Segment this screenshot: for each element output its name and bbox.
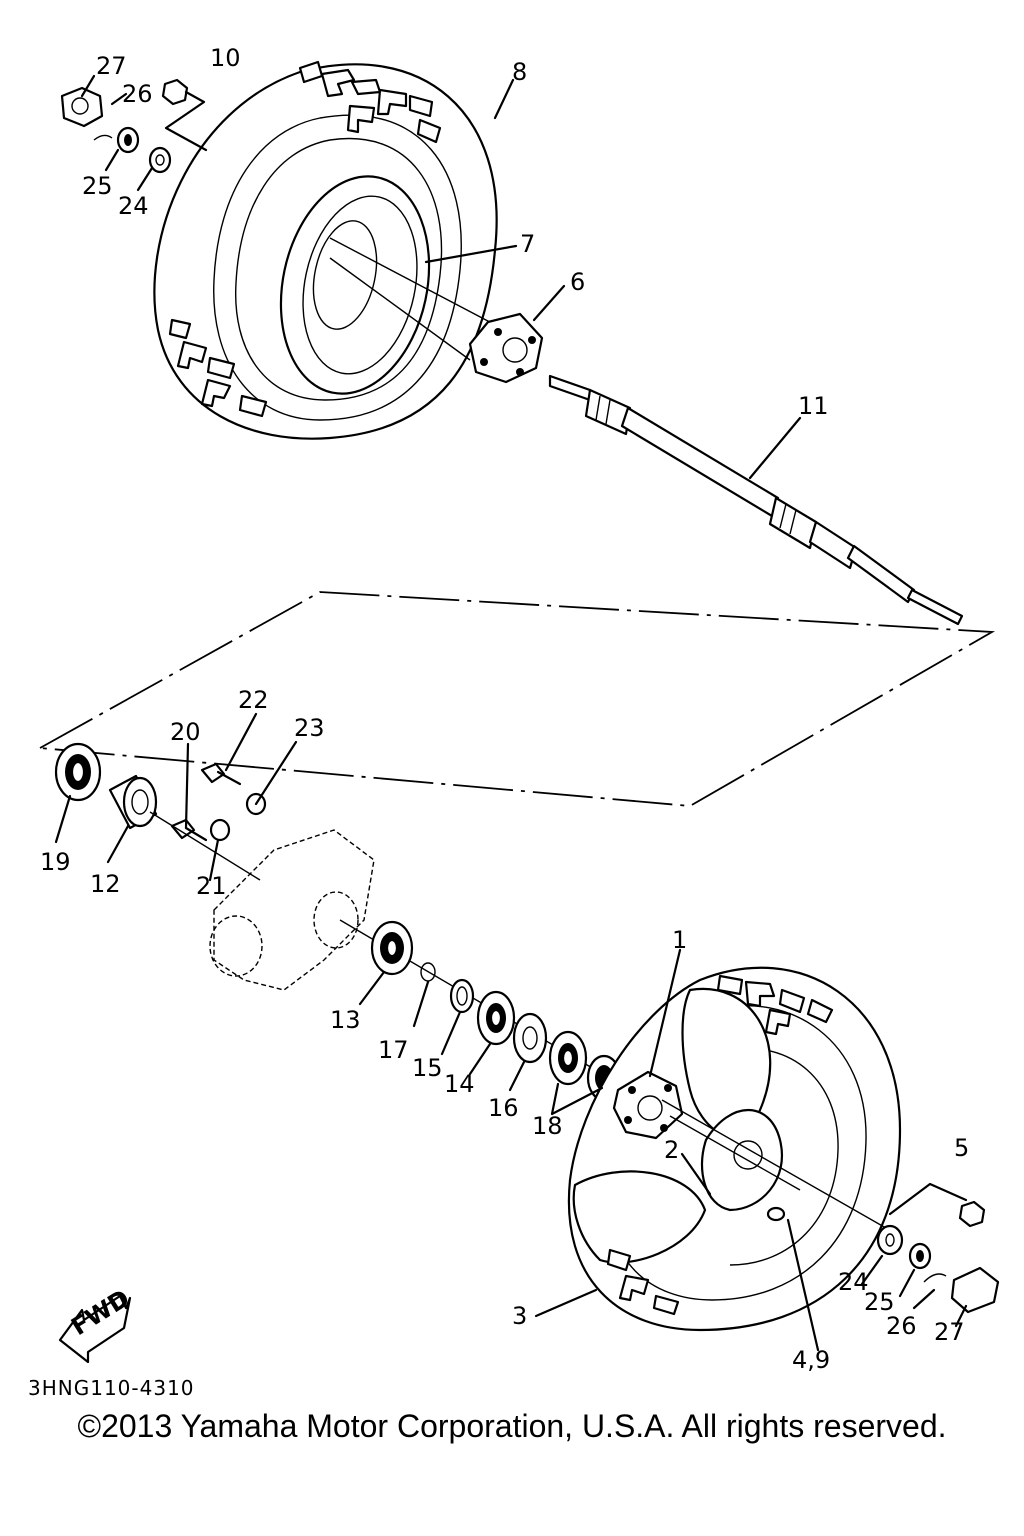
callout-23: 23 — [294, 714, 325, 742]
callout-25-upper: 25 — [82, 172, 113, 200]
callout-27-lower: 27 — [934, 1318, 965, 1346]
callout-11: 11 — [798, 392, 829, 420]
copyright-notice: ©2013 Yamaha Motor Corporation, U.S.A. A… — [77, 1408, 947, 1444]
upper-wheel-tire — [153, 60, 498, 440]
fwd-arrow-icon: FWD — [58, 1284, 134, 1364]
callout-21: 21 — [196, 872, 227, 900]
callout-2: 2 — [664, 1136, 679, 1164]
lower-nut-set — [766, 1182, 1000, 1314]
upper-nut-set — [60, 78, 208, 174]
callout-1: 1 — [672, 926, 687, 954]
leader-lines — [54, 74, 968, 1352]
callout-10: 10 — [210, 44, 241, 72]
callout-24-lower: 24 — [838, 1268, 869, 1296]
callout-6: 6 — [570, 268, 585, 296]
callout-16: 16 — [488, 1094, 519, 1122]
bearing-stack — [370, 920, 622, 1102]
callout-17: 17 — [378, 1036, 409, 1064]
callout-7: 7 — [520, 230, 535, 258]
callout-labels: 27 10 26 25 24 8 7 6 11 22 20 23 19 12 2… — [40, 44, 969, 1374]
callout-8: 8 — [512, 58, 527, 86]
callout-26-upper: 26 — [122, 80, 153, 108]
upper-hub — [468, 312, 544, 384]
callout-4-9: 4,9 — [792, 1346, 830, 1374]
figure-code: 3HNG110-4310 — [28, 1376, 195, 1400]
callout-19: 19 — [40, 848, 71, 876]
callout-22: 22 — [238, 686, 269, 714]
callout-12: 12 — [90, 870, 121, 898]
callout-26-lower: 26 — [886, 1312, 917, 1340]
lower-wheel-tire — [567, 966, 902, 1332]
callout-24-upper: 24 — [118, 192, 149, 220]
callout-25-lower: 25 — [864, 1288, 895, 1316]
callout-20: 20 — [170, 718, 201, 746]
callout-5: 5 — [954, 1134, 969, 1162]
rear-axle-shaft — [548, 374, 964, 626]
callout-14: 14 — [444, 1070, 475, 1098]
callout-15: 15 — [412, 1054, 443, 1082]
callout-3: 3 — [512, 1302, 527, 1330]
callout-27-upper: 27 — [96, 52, 127, 80]
callout-18: 18 — [532, 1112, 563, 1140]
lower-hub — [612, 1070, 901, 1237]
callout-13: 13 — [330, 1006, 361, 1034]
